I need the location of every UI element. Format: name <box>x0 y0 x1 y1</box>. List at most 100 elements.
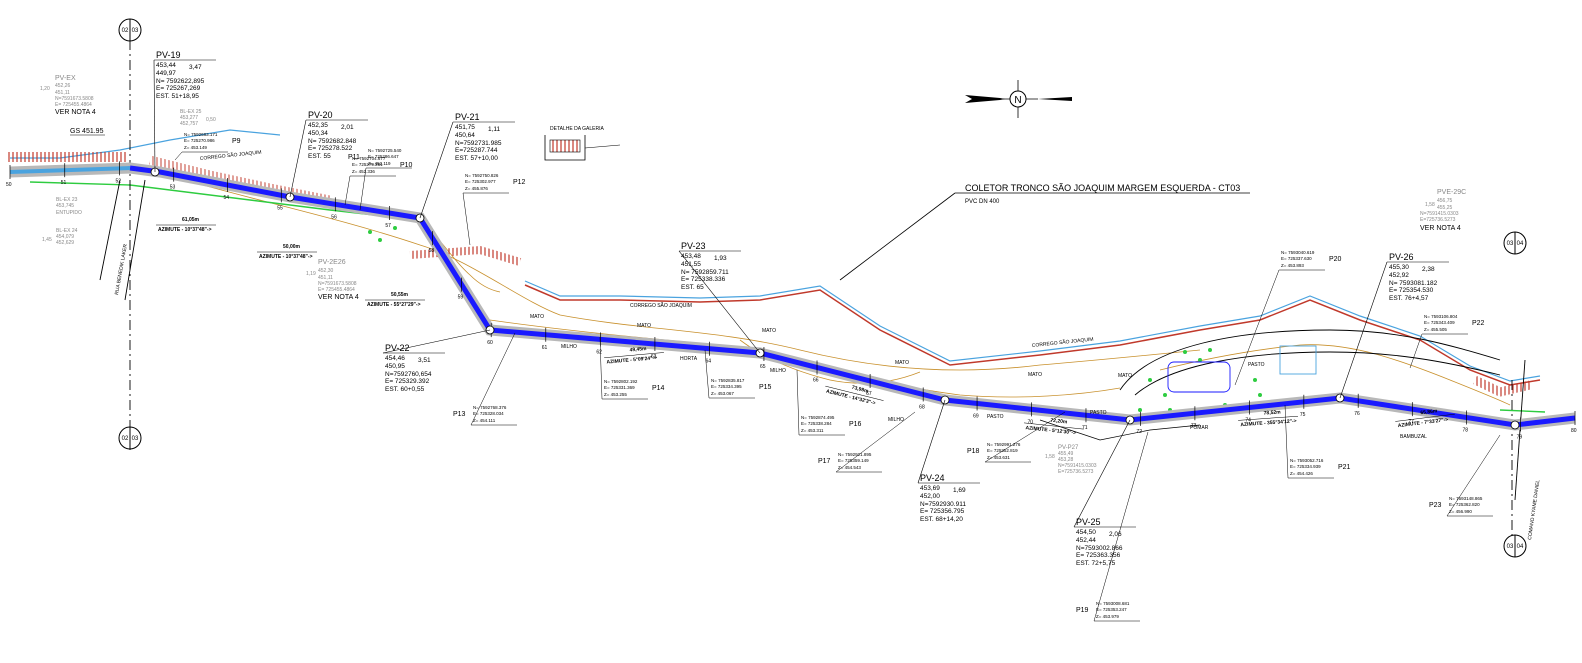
station-label: 80 <box>1571 428 1577 434</box>
station-label: 73 <box>1191 423 1197 429</box>
manhole-depth: 1,93 <box>714 255 727 262</box>
section-mark-rb-a: 03 <box>1507 544 1514 550</box>
section-mark-lb-b: 03 <box>132 436 139 442</box>
leader-line <box>1234 269 1280 386</box>
leader-line <box>917 399 946 484</box>
segment-underline <box>825 385 884 401</box>
manhole-bottom-elevation: 451,55 <box>681 261 701 268</box>
leader-line <box>359 167 367 211</box>
blex25-title: BL-EX 25 <box>180 109 202 115</box>
label-mato: MATO <box>637 323 651 329</box>
manhole-station: EST. 76+4,57 <box>1389 295 1429 302</box>
pvex-n: N=7591673.5808 <box>55 96 94 102</box>
station-label: 54 <box>224 195 230 201</box>
section-mark-lt-a: 02 <box>122 28 129 34</box>
north-label: N <box>1014 95 1021 106</box>
label-milho: MILHO <box>888 417 904 423</box>
manhole-north-coord: N= 7592859.711 <box>681 269 729 276</box>
station-label: 67 <box>866 391 872 397</box>
label-mato: MATO <box>530 314 544 320</box>
manhole-station: EST. 65 <box>681 284 704 291</box>
pvp27-top: 455,49 <box>1058 451 1074 457</box>
manhole-top-elevation: 451,75 <box>455 124 475 131</box>
leader-line <box>1073 419 1131 528</box>
manhole-station: EST. 55 <box>308 153 331 160</box>
station-label: 72 <box>1136 429 1142 435</box>
point-east-coord: E= 725353.247 <box>1096 607 1127 612</box>
label-road-right: COMANO KYAME DANIEL <box>1527 479 1541 540</box>
leader-line <box>153 59 156 173</box>
manhole-north-coord: N= 7592622,895 <box>156 78 205 85</box>
label-milho: MILHO <box>770 368 786 374</box>
blex24-title: BL-EX 24 <box>56 228 78 234</box>
point-elevation: Z= 452.336 <box>352 169 375 174</box>
pvp27-bottom: 453,28 <box>1058 457 1074 463</box>
pve29c-note: VER NOTA 4 <box>1420 225 1461 232</box>
manhole-north-coord: N= 7593081.182 <box>1389 280 1438 287</box>
station-label: 64 <box>705 359 711 365</box>
pve29c-bottom: 455,25 <box>1437 205 1453 211</box>
vegetation-dots <box>368 226 1262 417</box>
section-mark-rb-b: 04 <box>1517 544 1524 550</box>
station-label: 58 <box>429 248 435 254</box>
segment-azimuth: AZIMUTE - 5°12'30"-> <box>1025 425 1076 436</box>
manhole-id: PV-19 <box>156 50 181 60</box>
manhole-station: EST. 72+5,75 <box>1076 560 1116 567</box>
gallery-detail: DETALHE DA GALERIA <box>544 126 621 161</box>
label-corrego: CORREGO SÃO JOAQUIM <box>199 149 261 162</box>
blex25-top: 453,277 <box>180 115 198 121</box>
leader-line <box>1284 404 1289 479</box>
manhole-station: EST. 60+0,55 <box>385 386 425 393</box>
leader-line <box>470 332 516 426</box>
manhole-top-elevation: 454,46 <box>385 355 405 362</box>
point-north-coord: N= 7593008.681 <box>1096 601 1130 606</box>
leader-line <box>462 192 471 246</box>
pv2e26-depth: 1,19 <box>306 271 316 277</box>
segment-azimuth: AZIMUTE - 355°34'12"-> <box>1240 418 1297 428</box>
point-east-coord: E= 725337.630 <box>1281 256 1312 261</box>
point-north-coord: N= 7592750.826 <box>465 173 499 178</box>
point-id: P20 <box>1329 256 1342 263</box>
point-east-coord: E= 725302.977 <box>465 179 496 184</box>
segment-azimuth: AZIMUTE - 7°33'27"-> <box>1397 417 1448 429</box>
station-label: 57 <box>385 223 391 229</box>
pve29c-top: 456,75 <box>1437 198 1453 204</box>
blex23-top: 453,745 <box>56 203 74 209</box>
manhole-top-elevation: 455,30 <box>1389 264 1409 271</box>
sewer-pipe <box>9 162 1576 431</box>
label-pomar: POMAR <box>1190 425 1209 431</box>
manhole-east-coord: E= 725267,269 <box>156 85 201 92</box>
leader-line <box>382 329 491 354</box>
label-horta: HORTA <box>680 356 698 362</box>
point-elevation: Z= 456.990 <box>1449 509 1472 514</box>
blex25-depth: 0,50 <box>206 117 216 123</box>
segment-length: 50,00m <box>283 244 301 250</box>
manhole-station: EST. 57+10,00 <box>455 155 498 162</box>
point-north-coord: N= 7592991.276 <box>987 442 1021 447</box>
point-id: P10 <box>400 162 413 169</box>
pvex-title: PV-EX <box>55 75 76 82</box>
point-north-coord: N= 7592802.192 <box>604 379 638 384</box>
leader-line <box>1409 333 1423 369</box>
segment-azimuth: AZIMUTE - 10°37'48"-> <box>259 254 313 260</box>
point-elevation: Z= 454.426 <box>1290 471 1313 476</box>
point-north-coord: N= 7593040.619 <box>1281 250 1315 255</box>
manhole-bottom-elevation: 450,34 <box>308 130 328 137</box>
point-east-coord: E= 725331.369 <box>604 385 635 390</box>
blex23-title: BL-EX 23 <box>56 197 78 203</box>
manhole-east-coord: E= 725354.530 <box>1389 287 1434 294</box>
segment-length: 49,45m <box>629 346 647 354</box>
station-label: 71 <box>1082 425 1088 431</box>
pv2e26-bottom: 451,11 <box>318 275 333 281</box>
